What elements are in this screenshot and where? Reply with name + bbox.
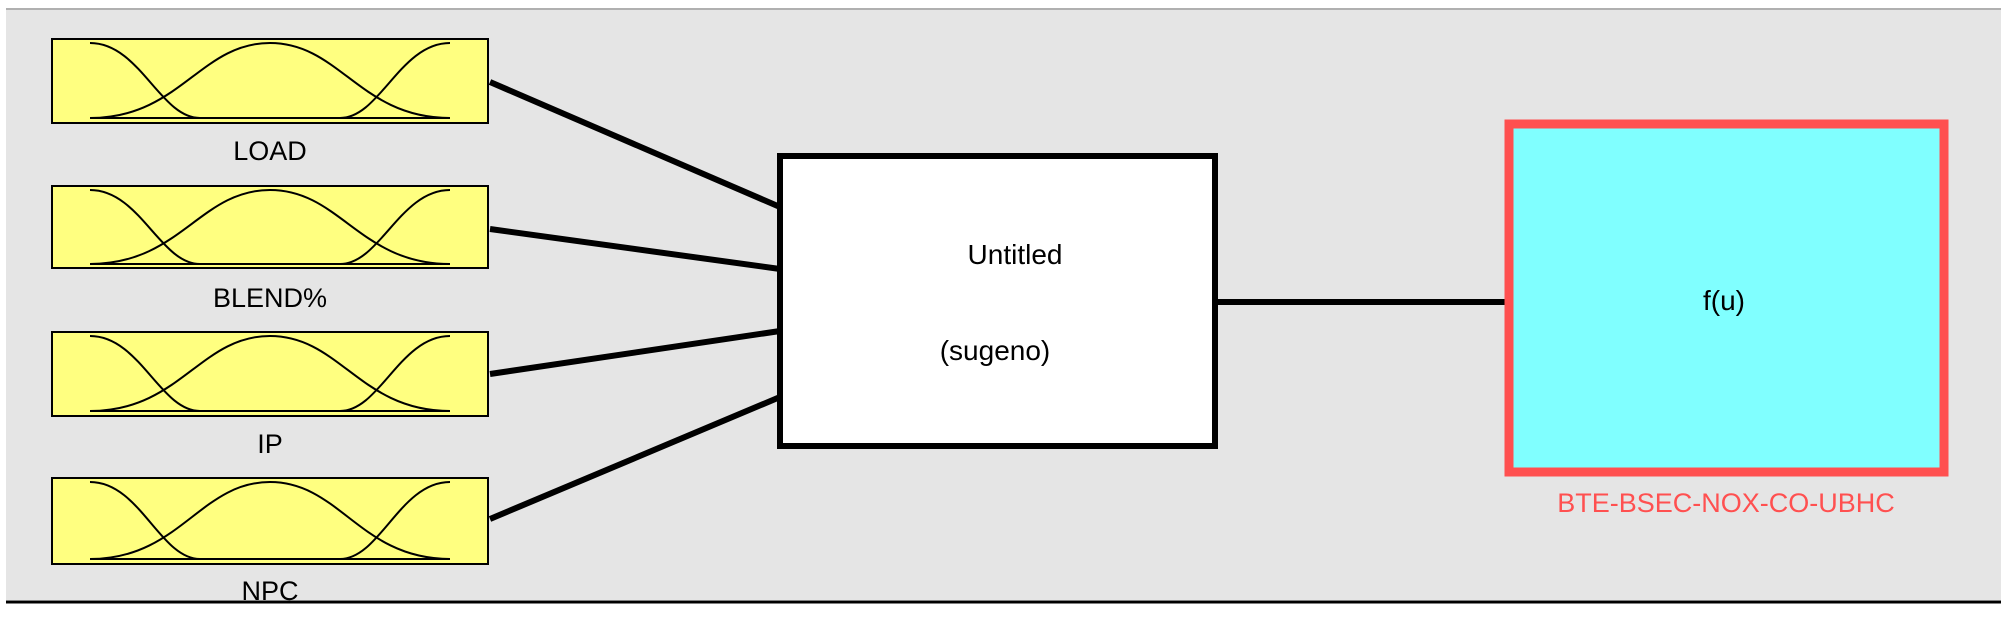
membership-function-icon — [89, 480, 451, 560]
input-variable-blend[interactable]: BLEND% — [51, 185, 489, 313]
connector-npc — [488, 394, 782, 522]
output-label: BTE-BSEC-NOX-CO-UBHC — [1557, 488, 1895, 518]
output-variable[interactable]: f(u) BTE-BSEC-NOX-CO-UBHC — [1504, 119, 1949, 518]
input-variable-ip[interactable]: IP — [51, 331, 489, 459]
input-variable-load[interactable]: LOAD — [51, 38, 489, 166]
system-name: Untitled — [968, 239, 1063, 270]
input-label: NPC — [241, 576, 298, 606]
connector-blend — [489, 226, 781, 272]
membership-function-icon — [89, 188, 451, 265]
system-type: (sugeno) — [940, 335, 1051, 366]
input-label: IP — [257, 429, 283, 459]
fis-system-box[interactable]: Untitled (sugeno) — [777, 153, 1218, 449]
membership-function-icon — [89, 41, 451, 119]
input-variable-npc[interactable]: NPC — [51, 477, 489, 606]
connector-ip — [489, 328, 781, 377]
output-function-symbol: f(u) — [1703, 285, 1745, 316]
connector-load — [488, 79, 782, 210]
input-label: LOAD — [233, 136, 307, 166]
membership-function-icon — [89, 334, 451, 412]
input-label: BLEND% — [213, 283, 327, 313]
